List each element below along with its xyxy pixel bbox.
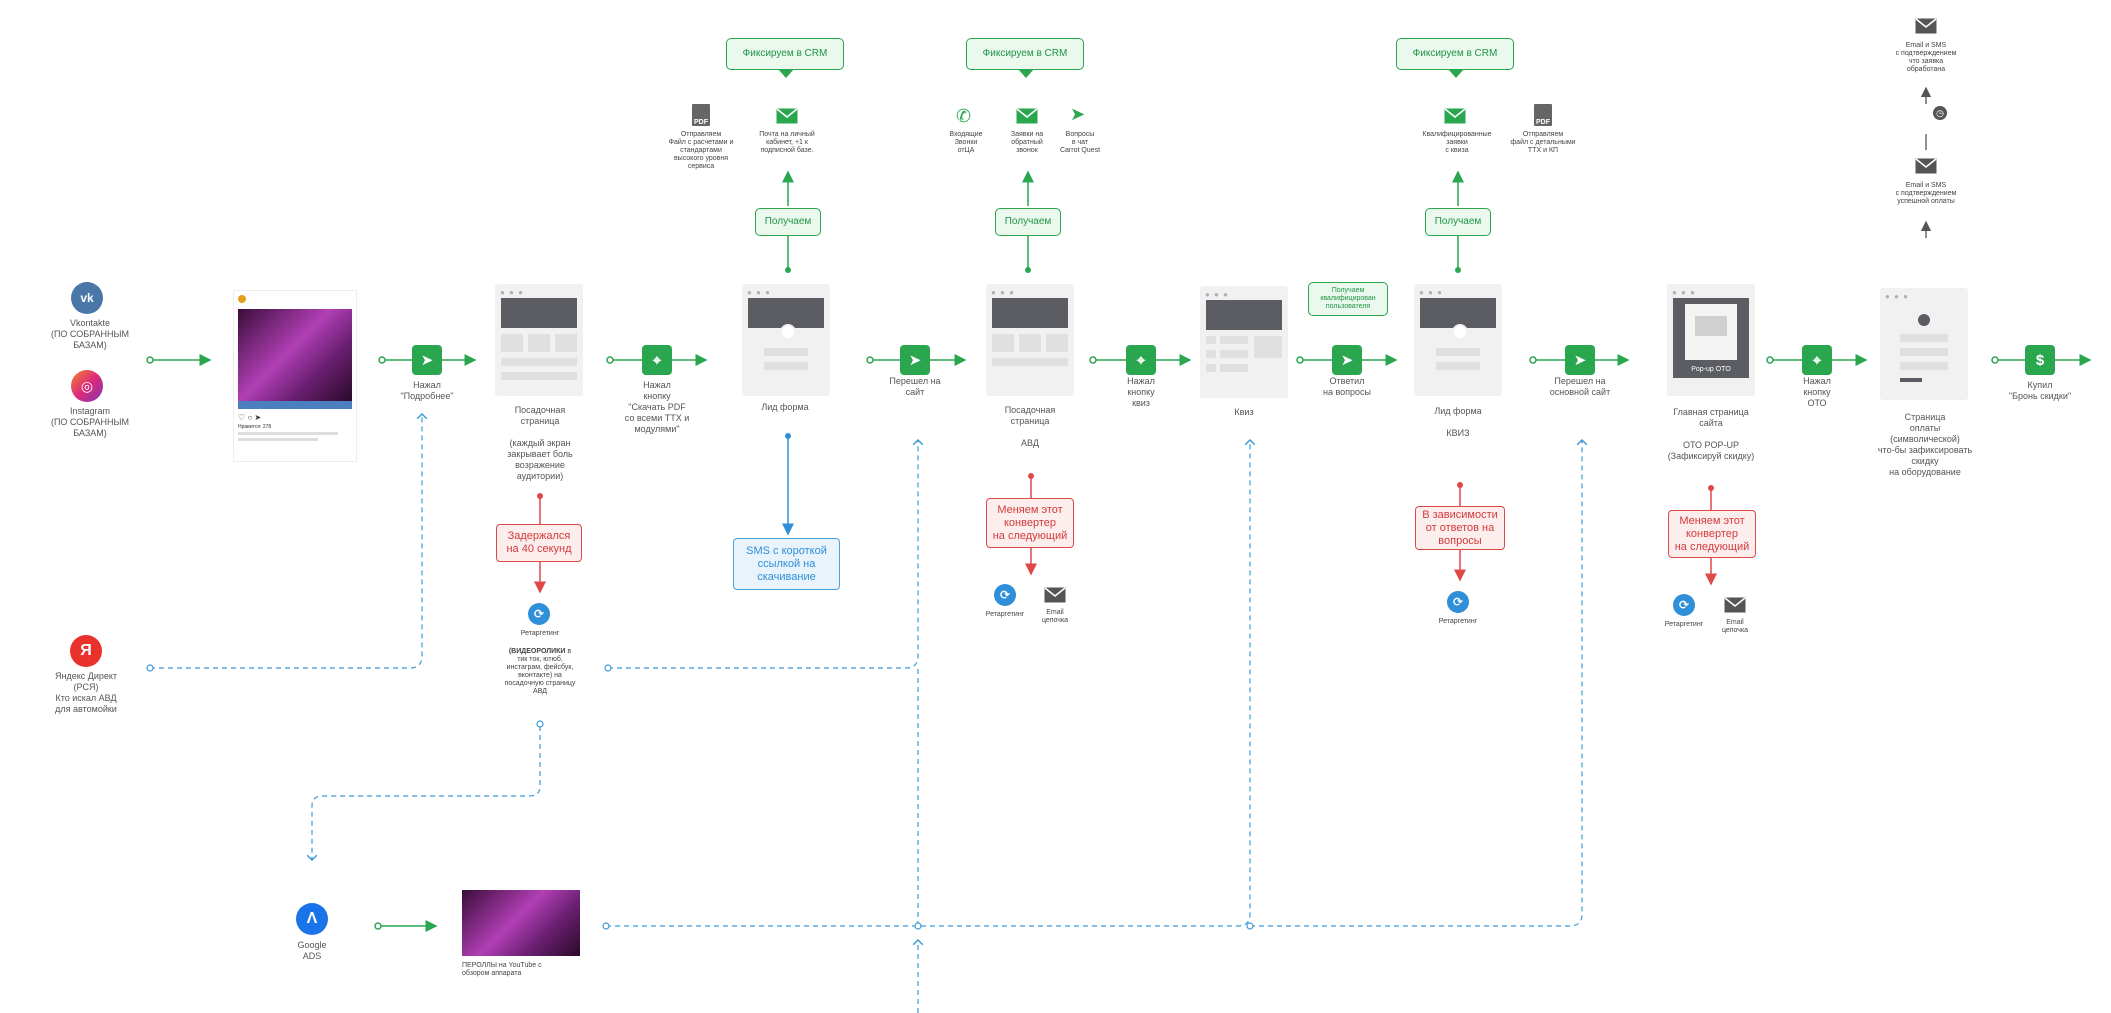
vk-icon: vk: [71, 282, 103, 314]
crm1-pdf-text: Отправляем Файл с расчетами и стандартам…: [668, 131, 734, 170]
avatar: [238, 295, 246, 303]
quiz-mockup: ● ● ●: [1200, 286, 1288, 398]
telegram-icon: ➤: [1332, 345, 1362, 375]
post-actions-icons: ♡ ○ ➤: [238, 413, 262, 422]
email-chain-label-2: Email цепочка: [1721, 619, 1749, 634]
crm-box-2: Фиксируем в CRM: [966, 38, 1084, 70]
dollar-icon: $: [2025, 345, 2055, 375]
telegram-icon: ➤: [412, 345, 442, 375]
email-chain-label-1: Email цепочка: [1041, 609, 1069, 624]
retarget-label-1: Ретаргетинг: [520, 630, 560, 637]
post-image: [238, 309, 352, 401]
step-buy: Купил "Бронь скидки": [2008, 380, 2072, 401]
payment-page-label: Страница оплаты (символической) что-бы з…: [1877, 412, 1973, 477]
post-likes: Нравится: 278: [238, 424, 272, 430]
crm-box-3-tail: [1448, 69, 1464, 78]
email-icon: [1016, 108, 1038, 124]
step-site: Перешел на сайт: [889, 376, 941, 397]
receive-box-1: Получаем: [755, 208, 821, 236]
youtube-preroll-image: [462, 890, 580, 956]
post-caption: [238, 432, 338, 435]
email-icon: [1444, 108, 1466, 124]
receive-box-2: Получаем: [995, 208, 1061, 236]
telegram-icon: ➤: [1070, 104, 1086, 124]
crm2-phone-text: Входящие Звонки отЦА: [949, 131, 983, 154]
landing-page-mockup: ● ● ●: [495, 284, 583, 396]
crm-box-3: Фиксируем в CRM: [1396, 38, 1514, 70]
landing2-label: Посадочная страница АВД: [1004, 405, 1056, 448]
quiz-label: Квиз: [1234, 407, 1254, 417]
telegram-icon: ➤: [900, 345, 930, 375]
main-page-label: Главная страница сайта ОТО POP-UP (Зафик…: [1667, 407, 1755, 461]
instagram-label: Instagram (ПО СОБРАННЫМ БАЗАМ): [50, 406, 130, 438]
depends-box: В зависимости от ответов на вопросы: [1415, 506, 1505, 550]
email-icon: [1915, 158, 1937, 174]
lead-form1-label: Лид форма: [761, 402, 809, 412]
qualify-box: Получаем квалифицирован пользователя: [1308, 282, 1388, 316]
instagram-icon: ◎: [71, 370, 103, 402]
retarget-icon: ⟳: [1673, 594, 1695, 616]
instagram-post-mockup: ♡ ○ ➤ Нравится: 278: [233, 290, 357, 462]
pay-email2-text: Email и SMS с подтверждением что заявка …: [1895, 42, 1957, 73]
step-answered: Ответил на вопросы: [1322, 376, 1371, 397]
step-main-site: Перешел на основной сайт: [1549, 376, 1611, 397]
pdf-icon: PDF: [692, 104, 710, 126]
retarget-icon: ⟳: [528, 603, 550, 625]
retarget-icon: ⟳: [994, 584, 1016, 606]
popup-label: Pop-up OTO: [1691, 366, 1731, 373]
email-icon: [1915, 18, 1937, 34]
crm-box-1-tail: [778, 69, 794, 78]
change-box-2: Меняем этот конвертер на следующий: [1668, 510, 1756, 558]
youtube-preroll-label: ПЕРОЛЛЫ на YouTube с обзором аппарата: [462, 962, 542, 977]
retarget-label-3: Ретаргетинг: [1438, 618, 1478, 625]
google-ads-icon: Λ: [296, 903, 328, 935]
delay-box: Задержался на 40 секунд: [496, 524, 582, 562]
yandex-label: Яндекс Директ (РСЯ) Кто искал АВД для ав…: [54, 671, 118, 714]
step-podrobnee: Нажал "Подробнее": [400, 380, 454, 401]
step-oto: Нажал кнопку ОТО: [1803, 376, 1831, 408]
email-icon: [1724, 597, 1746, 613]
crm3-email-text: Квалифицированные заявки с квиза: [1422, 131, 1492, 154]
cursor-click-icon: ⌖: [1126, 345, 1156, 375]
crm1-email-text: Почта на личный кабинет, +1 к подписной …: [759, 131, 815, 154]
clock-icon: ◷: [1933, 106, 1947, 120]
crm3-pdf-text: Отправляем файл с детальными ТТХ и КП: [1510, 131, 1576, 154]
crm-box-1: Фиксируем в CRM: [726, 38, 844, 70]
vk-label: Vkontakte (ПО СОБРАННЫМ БАЗАМ): [50, 318, 130, 350]
post-cta-bar: [238, 401, 352, 409]
retarget-desc-1: (ВИДЕОРОЛИКИ в тик ток, ютюб, инстаграм,…: [504, 648, 576, 695]
payment-page-mockup: ● ● ●: [1880, 288, 1968, 400]
main-page-mockup: ● ● ● Pop-up OTO: [1667, 284, 1755, 396]
google-ads-label: Google ADS: [297, 940, 327, 961]
retarget-label-4: Ретаргетинг: [1664, 621, 1704, 628]
lead-form-mockup: ● ● ●: [742, 284, 830, 396]
telegram-icon: ➤: [1565, 345, 1595, 375]
crm-box-2-tail: [1018, 69, 1034, 78]
yandex-icon: Я: [70, 635, 102, 667]
cursor-click-icon: ⌖: [642, 345, 672, 375]
change-box-1: Меняем этот конвертер на следующий: [986, 498, 1074, 548]
retarget-label-2: Ретаргетинг: [985, 611, 1025, 618]
landing1-label: Посадочная страница (каждый экран закрыв…: [507, 405, 573, 481]
email-icon: [1044, 587, 1066, 603]
receive-box-3: Получаем: [1425, 208, 1491, 236]
landing2-mockup: ● ● ●: [986, 284, 1074, 396]
crm2-email-text: Заявки на обратный звонок: [1010, 131, 1044, 154]
post-caption-2: [238, 438, 318, 441]
phone-icon: ✆: [956, 106, 972, 126]
lead-form2-label: Лид форма КВИЗ: [1434, 406, 1482, 438]
step-pdf: Нажал кнопку "Скачать PDF со всеми ТТХ и…: [624, 380, 690, 434]
step-quiz: Нажал кнопку квиз: [1127, 376, 1155, 408]
lead-form2-mockup: ● ● ●: [1414, 284, 1502, 396]
retarget-icon: ⟳: [1447, 591, 1469, 613]
popup-window: [1685, 304, 1737, 360]
crm2-tg-text: Вопросы в чат Carrot Quest: [1059, 131, 1101, 154]
pdf-icon: PDF: [1534, 104, 1552, 126]
email-icon: [776, 108, 798, 124]
sms-box: SMS с короткой ссылкой на скачивание: [733, 538, 840, 590]
cursor-click-icon: ⌖: [1802, 345, 1832, 375]
pay-email1-text: Email и SMS с подтверждением успешной оп…: [1895, 182, 1957, 205]
